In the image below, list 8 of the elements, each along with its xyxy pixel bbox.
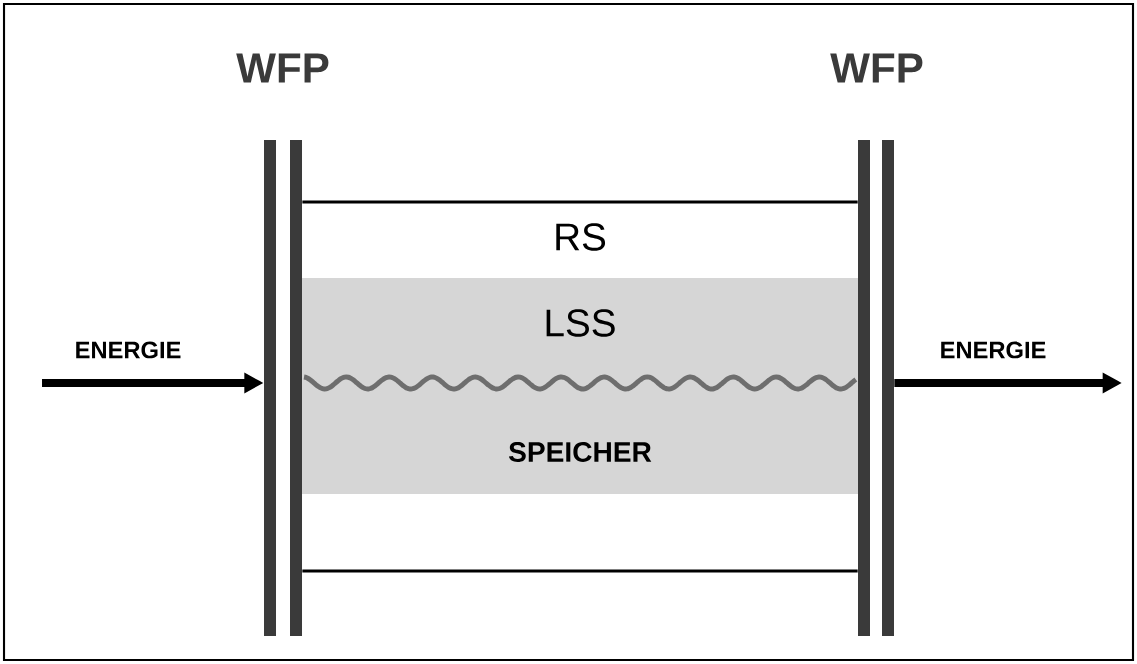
storage-band: LSS SPEICHER bbox=[302, 278, 858, 494]
connector-line bbox=[302, 569, 858, 573]
edge-label: ENERGIE bbox=[76, 341, 181, 359]
edge-label: ENERGIE bbox=[941, 341, 1046, 359]
node-label: WFP bbox=[236, 53, 329, 83]
region-label: RS bbox=[556, 223, 606, 251]
node-label: WFP bbox=[830, 53, 923, 83]
connector-line bbox=[302, 200, 858, 204]
